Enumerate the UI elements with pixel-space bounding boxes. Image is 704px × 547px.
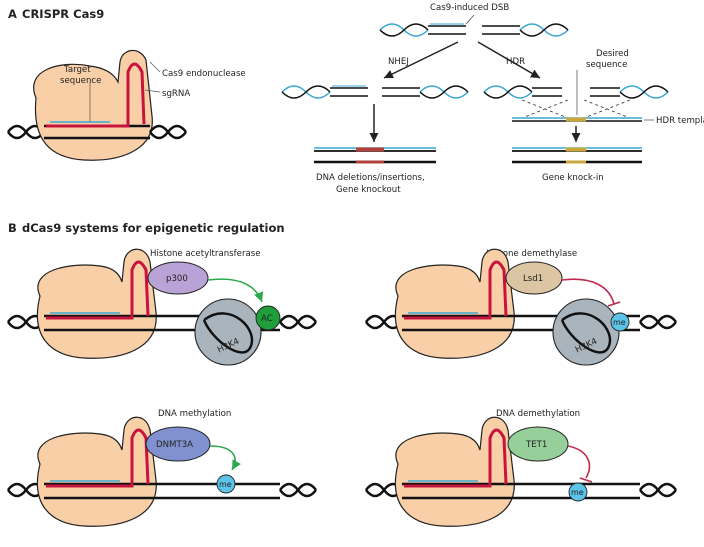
nhej-outcome-2: Gene knockout <box>336 185 401 195</box>
nhej-result <box>314 147 436 164</box>
hdr-template-label: HDR template <box>656 116 704 126</box>
panel-a-letter: A <box>8 7 17 21</box>
target-label-2: sequence <box>60 76 101 86</box>
mark-me-2-label: me <box>613 318 626 327</box>
system-2-title: Histone demethylase <box>486 249 577 259</box>
system-dna-methylation: DNA methylation DNMT3A me <box>7 409 317 527</box>
effector-p300 <box>147 261 209 295</box>
hdr-result <box>512 147 642 164</box>
sgrna-label: sgRNA <box>162 89 190 99</box>
system-dna-demethylation: DNA demethylation TET1 me <box>365 409 677 527</box>
effector-dnmt3a-label: DNMT3A <box>156 440 193 450</box>
nhej-label: NHEJ <box>388 57 409 67</box>
nhej-dna <box>281 85 469 99</box>
panel-b-letter: B <box>8 221 17 235</box>
hdr-label: HDR <box>506 57 525 67</box>
mark-ac-label: AC <box>261 314 273 324</box>
hdr-template <box>512 117 642 122</box>
dna-helix-right <box>149 124 187 140</box>
cas9-protein <box>33 49 153 161</box>
panel-b-title: dCas9 systems for epigenetic regulation <box>22 221 285 235</box>
panel-a-title: CRISPR Cas9 <box>22 7 104 21</box>
nhej-outcome-1: DNA deletions/insertions, <box>316 173 425 183</box>
mark-me-4-label: me <box>571 488 584 497</box>
system-demethylase: Histone demethylase Lsd1 H3K4 me <box>365 248 677 366</box>
mark-me-2 <box>610 312 630 332</box>
dsb-dna <box>379 23 569 37</box>
system-4-title: DNA demethylation <box>496 409 580 419</box>
mark-ac <box>255 305 281 331</box>
system-acetyltransferase: Histone acetyltransferase p300 H3K4 AC <box>7 248 317 366</box>
dsb-label: Cas9-induced DSB <box>430 3 509 13</box>
desired-label-2: sequence <box>586 60 627 70</box>
sgrna-strand <box>46 62 146 128</box>
hdr-dna <box>483 85 669 119</box>
effector-dnmt3a <box>145 426 211 462</box>
system-1-title: Histone acetyltransferase <box>150 249 261 259</box>
system-3-title: DNA methylation <box>158 409 231 419</box>
cas9-complex-a <box>7 49 187 161</box>
mark-me-4 <box>568 482 588 502</box>
effector-tet1-label: TET1 <box>525 440 547 450</box>
cas9-label: Cas9 endonuclease <box>162 69 246 79</box>
mark-me-3 <box>216 474 236 494</box>
hdr-outcome: Gene knock-in <box>542 173 604 183</box>
effector-lsd1-label: Lsd1 <box>523 274 543 284</box>
target-label-1: Target <box>63 65 91 75</box>
mark-me-3-label: me <box>219 480 232 489</box>
effector-tet1 <box>507 426 569 462</box>
desired-label-1: Desired <box>596 49 629 59</box>
effector-p300-label: p300 <box>166 274 188 284</box>
effector-lsd1 <box>505 261 563 295</box>
